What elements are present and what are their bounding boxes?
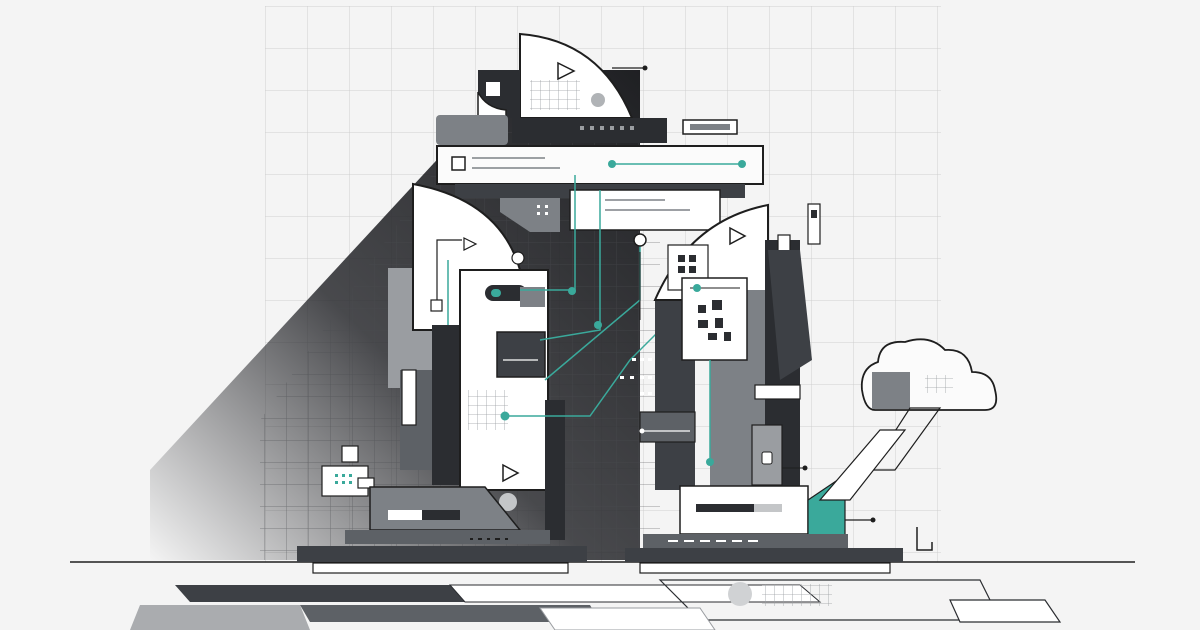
- left-tower: [388, 182, 565, 540]
- left-widget: [321, 445, 375, 497]
- left-base: [297, 486, 587, 574]
- header-bar: [436, 145, 764, 185]
- top-assembly: [436, 32, 764, 232]
- floor-strips: [130, 579, 1062, 630]
- right-tower: [639, 203, 821, 490]
- cloud-icon: [818, 338, 998, 501]
